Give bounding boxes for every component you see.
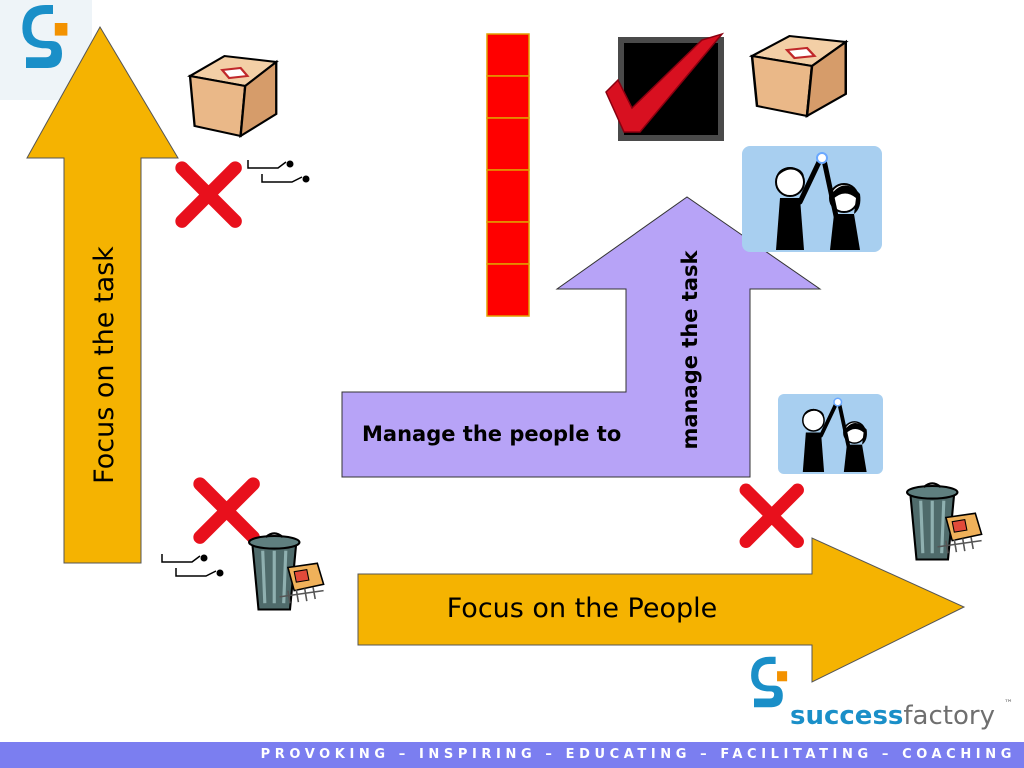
arrow-focus-people xyxy=(357,537,966,683)
cross-icon xyxy=(746,490,798,542)
red-block-stack xyxy=(486,33,530,317)
logo-icon xyxy=(751,656,788,708)
switch-icon xyxy=(247,159,311,184)
arrow-focus-people-label: Focus on the People xyxy=(447,593,718,624)
high-five-icon xyxy=(778,394,883,474)
arrow-focus-task xyxy=(26,25,179,564)
arrow-manage-label-vertical: manage the task xyxy=(678,249,702,449)
footer-tagline: PROVOKING – INSPIRING – EDUCATING – FACI… xyxy=(260,747,1016,762)
logo-trademark: ™ xyxy=(1004,699,1013,709)
box-icon xyxy=(750,34,847,118)
trash-icon xyxy=(905,481,984,562)
arrow-manage-label-horizontal: Manage the people to xyxy=(362,422,621,446)
footer-bar: PROVOKING – INSPIRING – EDUCATING – FACI… xyxy=(0,742,1024,768)
cross-icon xyxy=(200,484,253,537)
switch-icon xyxy=(161,553,225,578)
trash-icon xyxy=(247,531,326,612)
logo-text-light: factory xyxy=(903,701,995,731)
cross-icon xyxy=(182,168,235,221)
box-icon xyxy=(188,54,278,138)
checkmark-icon xyxy=(605,32,725,141)
arrow-focus-task-label: Focus on the task xyxy=(89,246,120,484)
logo-wordmark: successfactory xyxy=(790,701,995,731)
logo-text-bold: success xyxy=(790,701,903,731)
high-five-icon xyxy=(742,146,882,252)
